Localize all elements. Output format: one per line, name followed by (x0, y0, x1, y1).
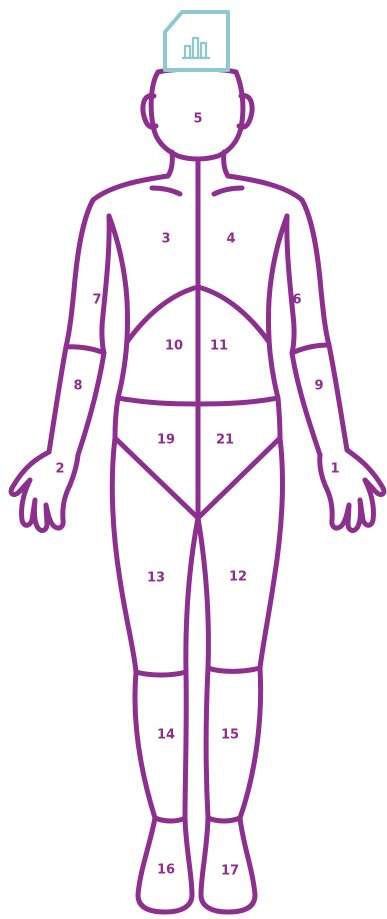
region-label-8[interactable]: 8 (70, 377, 85, 396)
region-label-6[interactable]: 6 (289, 291, 304, 310)
region-label-7[interactable]: 7 (89, 291, 104, 310)
region-label-1[interactable]: 1 (327, 460, 342, 479)
region-label-12[interactable]: 12 (226, 568, 250, 587)
region-label-10[interactable]: 10 (162, 337, 186, 356)
region-label-15[interactable]: 15 (218, 726, 242, 745)
region-label-11[interactable]: 11 (207, 337, 231, 356)
region-label-13[interactable]: 13 (144, 569, 168, 588)
region-label-21[interactable]: 21 (213, 431, 237, 450)
region-label-2[interactable]: 2 (52, 460, 67, 479)
region-label-3[interactable]: 3 (158, 230, 173, 249)
region-label-4[interactable]: 4 (223, 230, 238, 249)
region-label-19[interactable]: 19 (154, 431, 178, 450)
region-label-16[interactable]: 16 (154, 861, 178, 880)
region-label-5[interactable]: 5 (190, 110, 205, 129)
region-label-17[interactable]: 17 (218, 862, 242, 881)
region-label-14[interactable]: 14 (154, 726, 178, 745)
region-label-9[interactable]: 9 (311, 377, 326, 396)
bar-chart-document-icon (165, 12, 228, 70)
